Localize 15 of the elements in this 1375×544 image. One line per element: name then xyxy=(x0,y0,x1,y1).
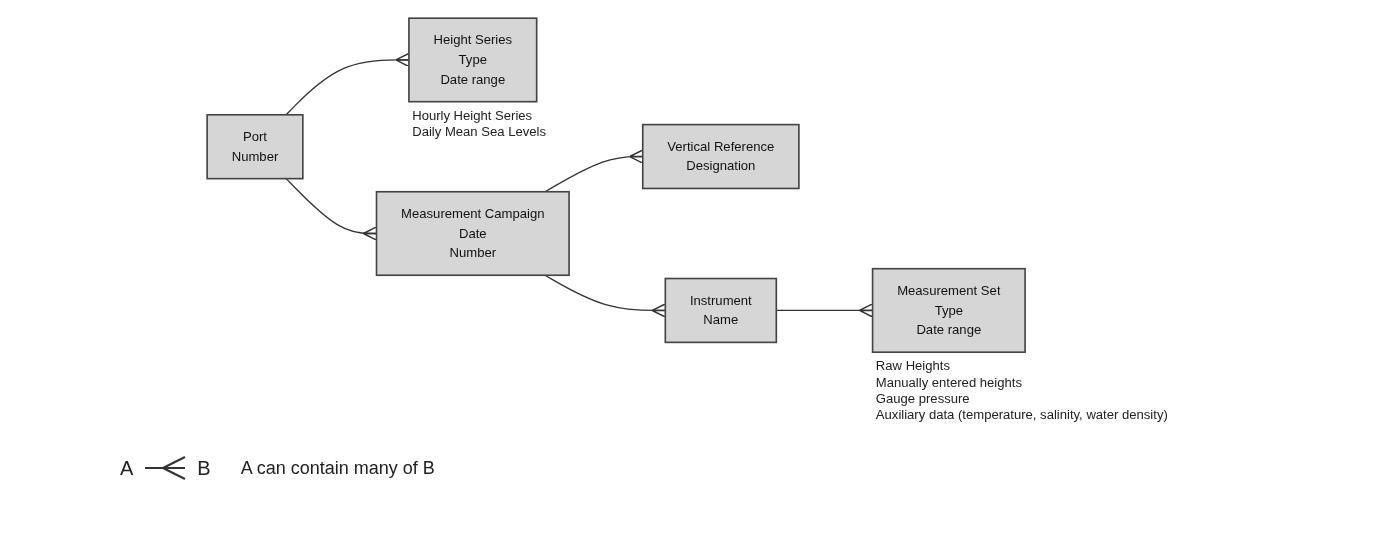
entity-box: Vertical Reference Designation xyxy=(641,123,800,190)
note-text: Manually entered heights xyxy=(875,374,1022,390)
note-text: Auxiliary data (temperature, salinity, water density) xyxy=(875,407,1168,423)
entity-box: Height Series Type Date range xyxy=(408,17,538,103)
entity-box: Measurement Set Type Date range xyxy=(871,267,1026,353)
legend-text: A can contain many of B xyxy=(240,457,435,479)
note-text: Daily Mean Sea Levels xyxy=(412,124,546,140)
note-text: Hourly Height Series xyxy=(412,107,533,123)
entity-box: Port Number xyxy=(206,113,304,180)
note-text: Raw Heights xyxy=(875,358,950,374)
entity-box: Measurement Campaign Date Number xyxy=(375,190,570,277)
entity-box: Instrument Name xyxy=(664,277,778,344)
legend-letter: A xyxy=(120,456,134,480)
legend-letter: B xyxy=(197,456,211,480)
note-text: Gauge pressure xyxy=(875,390,970,406)
